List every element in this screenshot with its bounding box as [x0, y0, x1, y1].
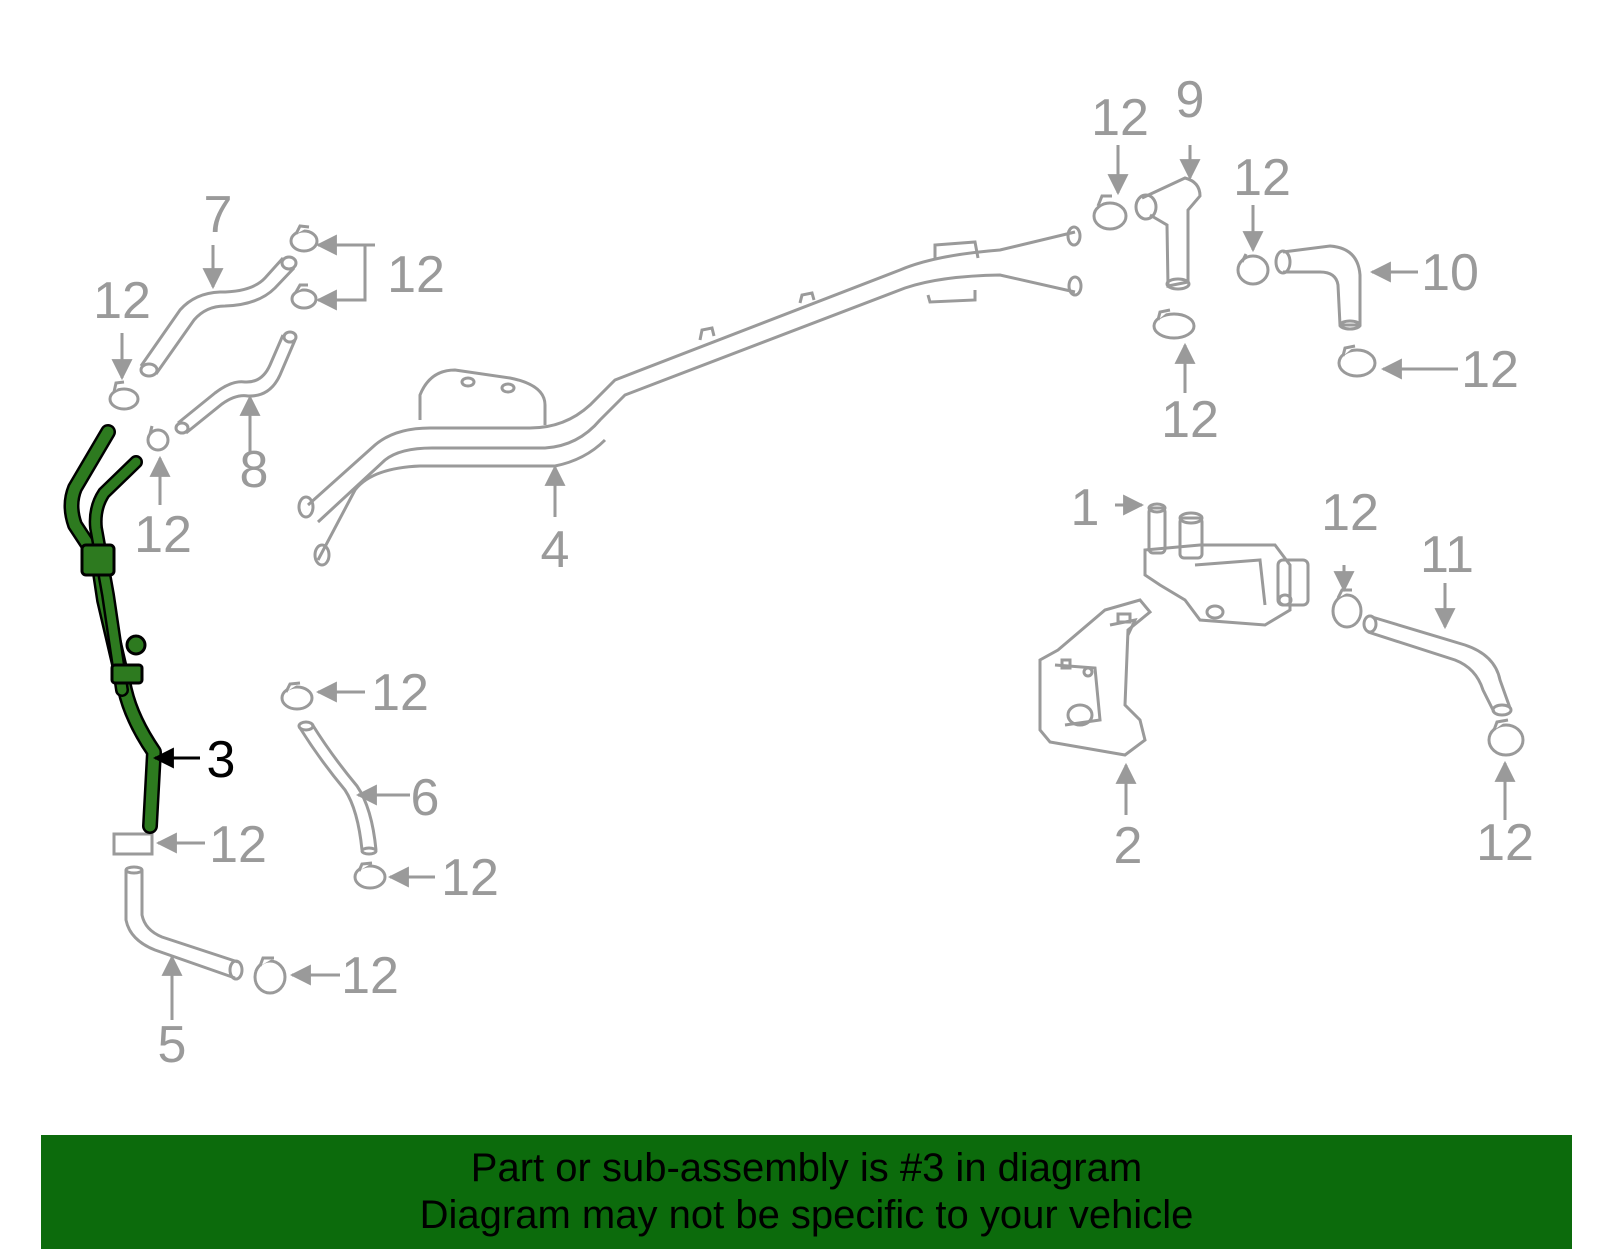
part-8-hose[interactable]	[174, 330, 298, 435]
callout-8[interactable]: 8	[240, 441, 269, 499]
clamp-8[interactable]	[1337, 344, 1377, 378]
clamp-12[interactable]	[353, 861, 387, 890]
part-10-elbow[interactable]	[1274, 244, 1362, 331]
part-3-highlighted-tube[interactable]	[63, 424, 162, 834]
callout-12[interactable]: 12	[134, 506, 192, 564]
clamp-14[interactable]	[112, 832, 154, 856]
banner-line-2: Diagram may not be specific to your vehi…	[419, 1193, 1194, 1237]
clamp-2[interactable]	[146, 425, 170, 452]
callout-labels: 7 12 12 12 8 4 12 9 12 10 12 12 1 12 11 …	[93, 71, 1534, 1074]
part-4-tube[interactable]	[297, 225, 1083, 567]
clamp-13[interactable]	[253, 956, 287, 995]
callout-5[interactable]: 5	[158, 1016, 187, 1074]
callout-12[interactable]: 12	[1476, 814, 1534, 872]
callout-12[interactable]: 12	[387, 246, 445, 304]
callout-12[interactable]: 12	[441, 849, 499, 907]
part-11-hose[interactable]	[1362, 614, 1513, 717]
callout-12[interactable]: 12	[1461, 341, 1519, 399]
part-1-valve[interactable]	[1143, 502, 1310, 627]
callout-11[interactable]: 11	[1420, 526, 1474, 584]
callout-12[interactable]: 12	[93, 272, 151, 330]
callout-4[interactable]: 4	[541, 521, 570, 579]
callout-6[interactable]: 6	[411, 769, 440, 827]
parts-diagram: 7 12 12 12 8 4 12 9 12 10 12 12 1 12 11 …	[63, 71, 1534, 1074]
clamp-4[interactable]	[290, 283, 318, 310]
part-5-hose[interactable]	[124, 865, 244, 981]
part-7-hose[interactable]	[139, 255, 298, 378]
callout-12[interactable]: 12	[1161, 391, 1219, 449]
clamp-7[interactable]	[1152, 308, 1196, 340]
callout-1[interactable]: 1	[1071, 479, 1100, 537]
clamp-5[interactable]	[1092, 194, 1128, 231]
clamp-10[interactable]	[1487, 718, 1525, 757]
clamps	[108, 194, 1525, 995]
clamp-9[interactable]	[1331, 588, 1363, 629]
banner-line-1: Part or sub-assembly is #3 in diagram	[470, 1146, 1143, 1190]
leader-arrows	[111, 145, 1516, 1020]
part-6-hose[interactable]	[297, 720, 378, 856]
clamp-3[interactable]	[289, 224, 319, 253]
callout-12[interactable]: 12	[1321, 484, 1379, 542]
callout-10[interactable]: 10	[1421, 244, 1479, 302]
callout-9[interactable]: 9	[1176, 71, 1205, 129]
callout-7[interactable]: 7	[204, 186, 233, 244]
part-9-elbow[interactable]	[1134, 176, 1202, 291]
part-2-bracket[interactable]	[1038, 598, 1153, 757]
callout-12[interactable]: 12	[209, 816, 267, 874]
clamp-1[interactable]	[108, 380, 140, 411]
callout-2[interactable]: 2	[1114, 817, 1143, 875]
info-banner: Part or sub-assembly is #3 in diagram Di…	[41, 1135, 1572, 1249]
callout-12[interactable]: 12	[341, 947, 399, 1005]
callout-3[interactable]: 3	[207, 731, 236, 789]
callout-12[interactable]: 12	[371, 664, 429, 722]
clamp-6[interactable]	[1236, 253, 1270, 286]
clamp-11[interactable]	[280, 681, 314, 711]
callout-12[interactable]: 12	[1233, 149, 1291, 207]
callout-12[interactable]: 12	[1091, 89, 1149, 147]
